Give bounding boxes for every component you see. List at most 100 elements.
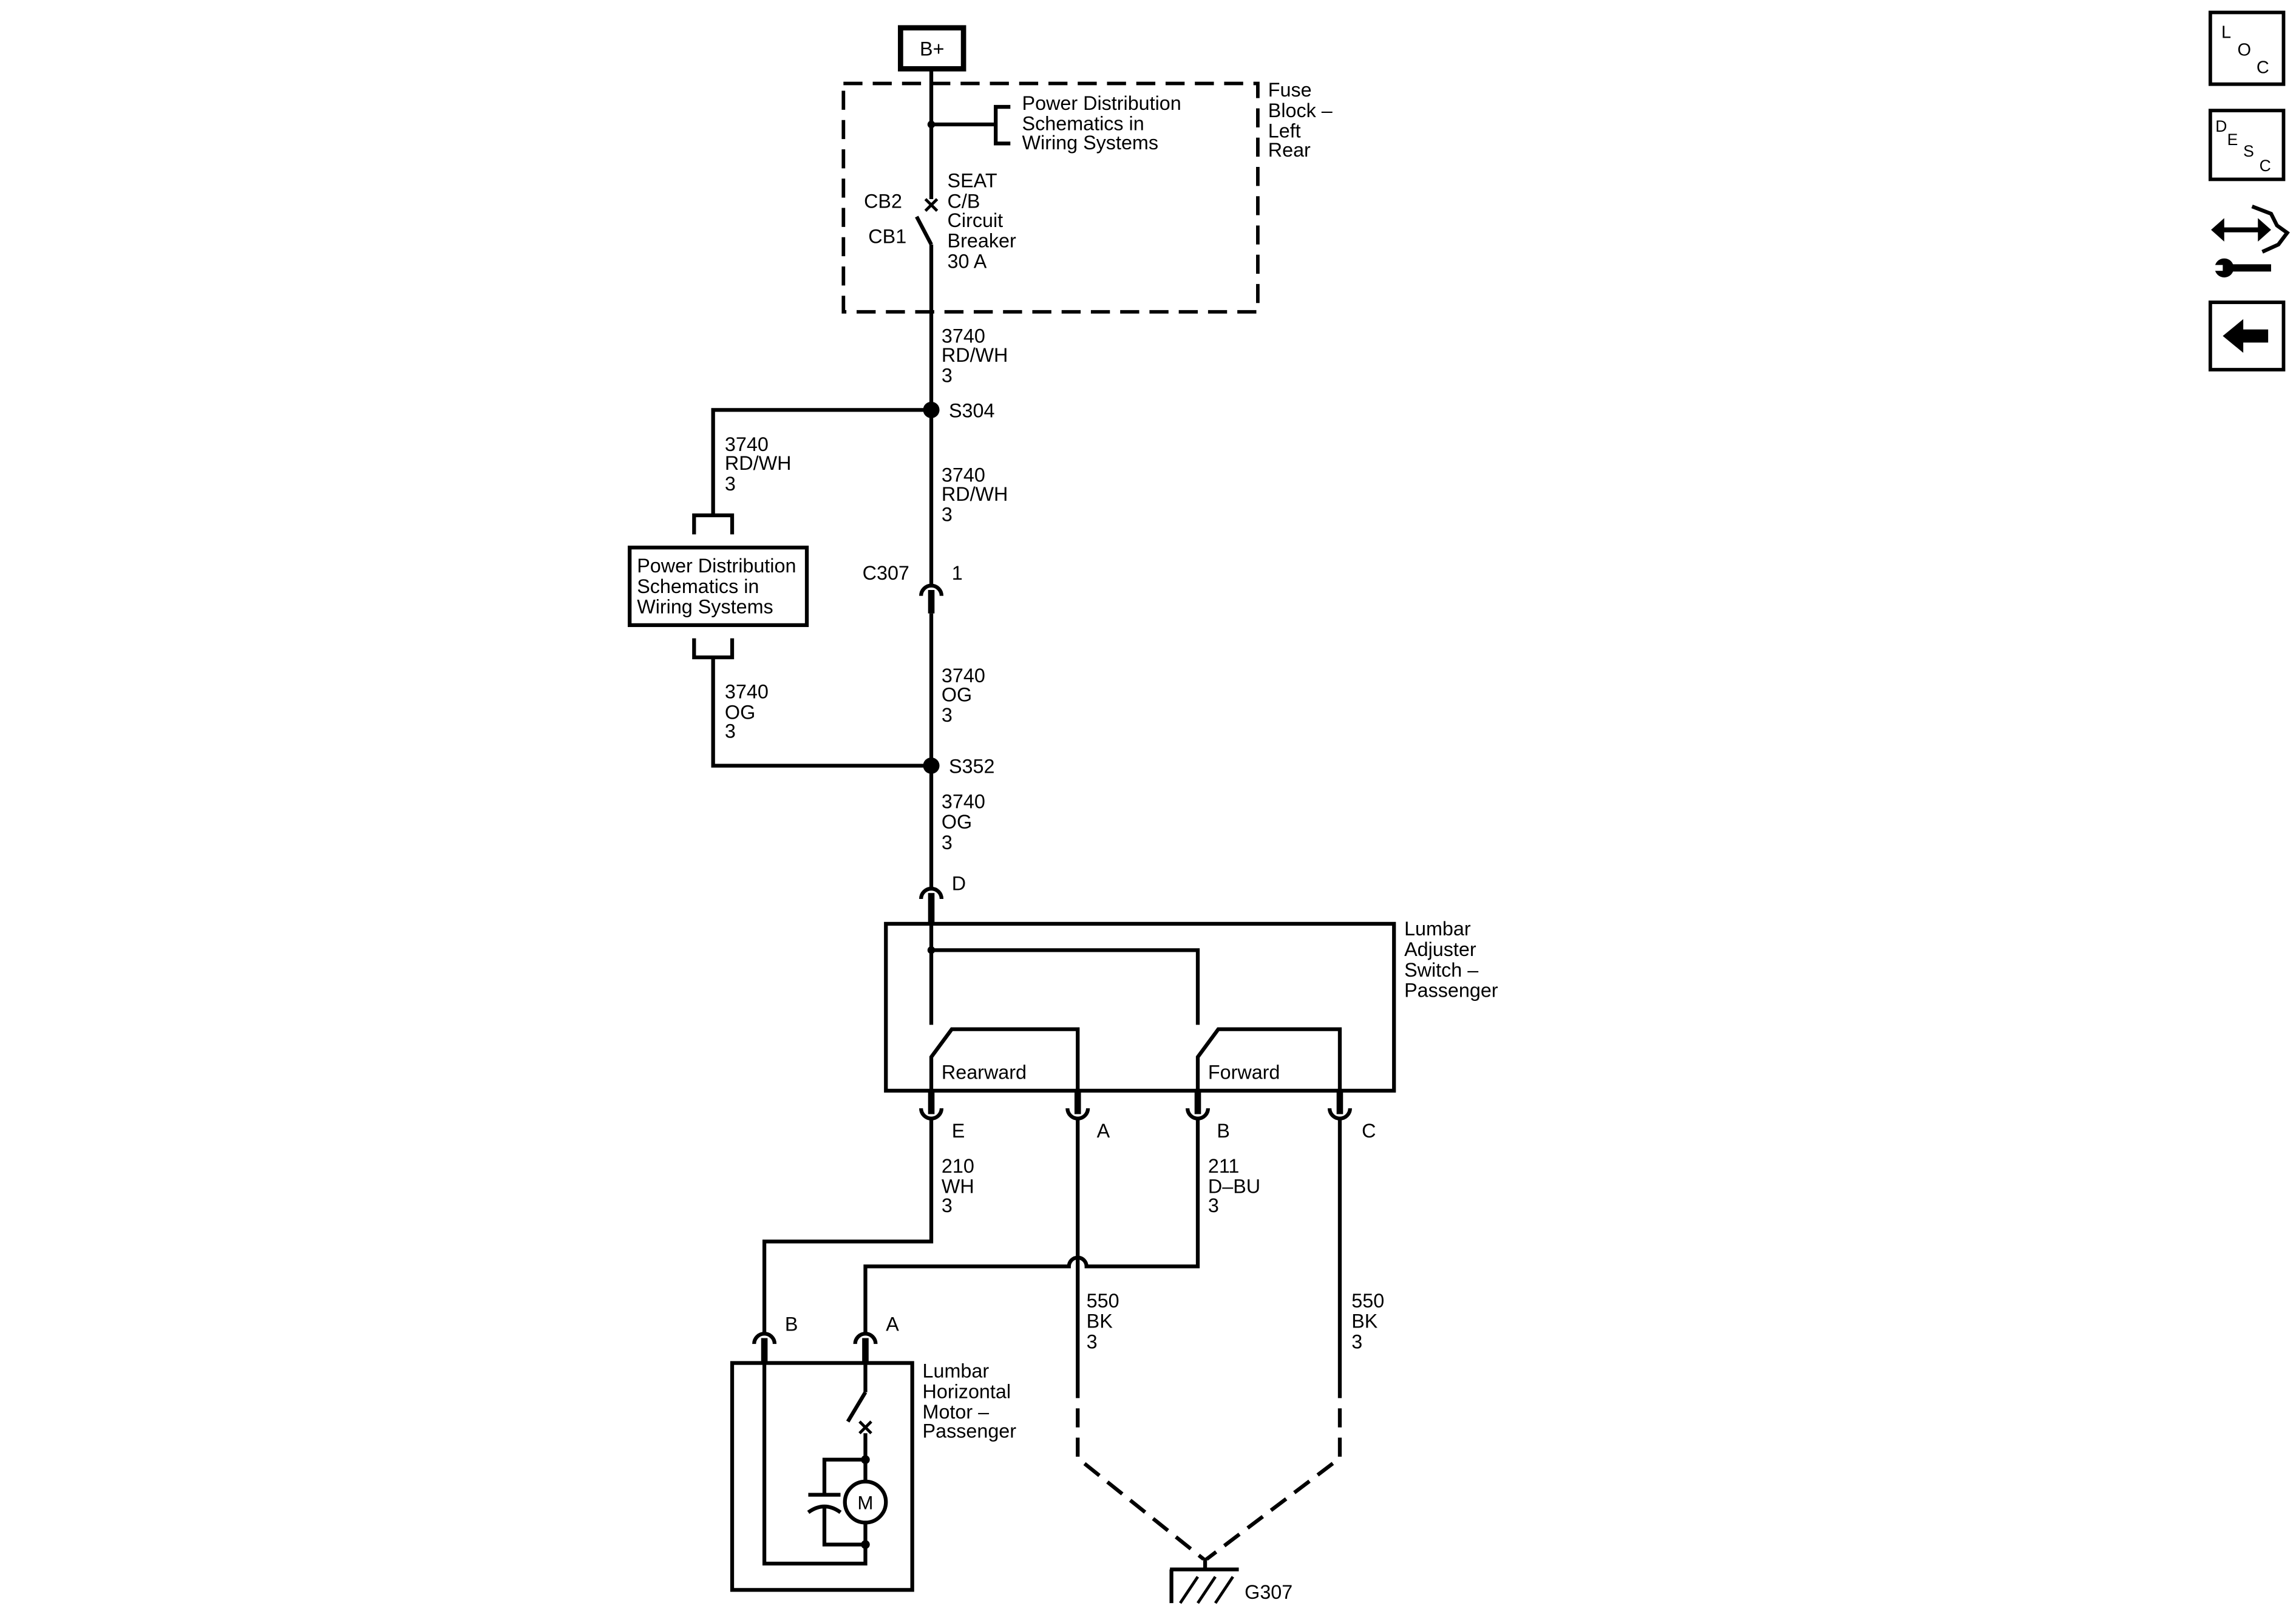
splice-s304-label: S304: [949, 399, 994, 421]
wire-color: RD/WH: [942, 483, 1008, 505]
fuse-block-name-line-2: Block –: [1268, 100, 1333, 121]
connector-socket: [919, 583, 944, 596]
wire-circuit-number: 3740: [725, 433, 769, 455]
ground-hatch: [1179, 1576, 1234, 1604]
wire-ref-box-to-s352: [711, 657, 932, 768]
wire-color: BK: [1351, 1310, 1378, 1332]
ref-box-line-3: Wiring Systems: [637, 596, 773, 618]
desc-button[interactable]: D E S C: [2208, 109, 2286, 181]
wrench-jaw-notch: [2212, 265, 2223, 271]
wire-s304-to-ref-box: [711, 408, 932, 516]
battery-label: B+: [920, 38, 944, 60]
breaker-name-line-4: Breaker: [948, 230, 1016, 252]
wire-color: WH: [942, 1176, 974, 1198]
description-view-icon: D E S C: [2215, 117, 2271, 175]
switch-connector-d: [919, 886, 944, 924]
wire-circuit-number: 3740: [725, 681, 769, 703]
connector-c307-pin: 1: [952, 562, 963, 584]
wire-color: D–BU: [1208, 1176, 1260, 1198]
back-arrow-icon: [2223, 319, 2269, 353]
lumbar-adjuster-switch: Rearward Forward: [884, 921, 1396, 1093]
loc-letter-3: C: [2257, 58, 2269, 78]
ref-box-line-2: Schematics in: [637, 575, 759, 597]
thermal-switch-contact-mark: [858, 1420, 872, 1435]
switch-name-line-2: Adjuster: [1404, 938, 1476, 960]
connector-pins: [928, 1090, 1343, 1114]
switch-name-line-3: Switch –: [1404, 959, 1478, 981]
motor-outline: [730, 1361, 914, 1592]
wire-color: RD/WH: [725, 452, 791, 474]
wire-circuit-number: 3740: [942, 464, 985, 486]
reference-bracket: [994, 104, 1011, 146]
location-view-icon: L O C: [2221, 23, 2269, 78]
wire-color: OG: [725, 701, 755, 723]
breaker-terminal-cb1: CB1: [868, 225, 906, 247]
loc-letter-1: L: [2221, 23, 2231, 42]
reference-bracket-top: [692, 513, 735, 535]
breaker-terminal-cb2: CB2: [864, 190, 902, 212]
ground-label: G307: [1245, 1581, 1292, 1603]
motor-internal-wire-b: [762, 1363, 868, 1566]
breaker-contact-mark: [924, 198, 939, 212]
wire-circuit-number: 3740: [942, 325, 985, 347]
connector-outline: [2251, 205, 2290, 254]
inline-connector-c307: [919, 583, 944, 614]
fuse-ref-line-2: Schematics in: [1022, 113, 1144, 135]
forward-label: Forward: [1208, 1062, 1280, 1083]
breaker-rating: 30 A: [948, 250, 987, 272]
connector-c307-label: C307: [863, 562, 909, 584]
loc-button[interactable]: L O C: [2208, 10, 2286, 86]
ground-bar: [1169, 1558, 1239, 1604]
motor-symbol-label: M: [857, 1493, 873, 1514]
wire-size: 3: [1087, 1331, 1098, 1352]
wire-size: 3: [725, 720, 736, 742]
wire-circuit-number: 3740: [942, 790, 985, 812]
capacitor-lead-bottom: [822, 1506, 866, 1547]
breaker-name-line-2: C/B: [948, 190, 980, 212]
wire-switch-c-ground-dashed: [1205, 1379, 1342, 1561]
wire-switch-e-to-motor-b: [762, 1118, 934, 1334]
switch-pin-d-label: D: [952, 872, 966, 894]
wire-size: 3: [1208, 1195, 1219, 1216]
connector-repair-button[interactable]: [2207, 199, 2292, 284]
wire-color: OG: [942, 811, 972, 833]
wire-size: 3: [942, 504, 953, 526]
switch-name-line-1: Lumbar: [1404, 918, 1471, 940]
wire-size: 3: [1351, 1331, 1362, 1352]
switch-name-line-4: Passenger: [1404, 980, 1498, 1002]
thermal-switch-blade: [846, 1391, 868, 1423]
circuit-breaker-symbol: [915, 198, 939, 246]
arrow-head-right: [2258, 218, 2271, 242]
breaker-blade: [915, 215, 933, 246]
desc-letter-4: C: [2260, 157, 2271, 175]
motor-connectors: [752, 1332, 878, 1363]
wire-size: 3: [942, 832, 953, 853]
switch-supply-bus-forward: [931, 948, 1200, 1025]
motor-name-line-4: Passenger: [923, 1420, 1017, 1442]
wire-size: 3: [725, 473, 736, 495]
motor-icon: [843, 1479, 888, 1525]
splice-s352-label: S352: [949, 756, 994, 778]
connector-sockets: [752, 1332, 878, 1344]
breaker-name-line-3: Circuit: [948, 209, 1004, 231]
switch-pin-a-label: A: [1097, 1120, 1110, 1142]
motor-name-line-3: Motor –: [923, 1401, 990, 1423]
motor-pin-b-label: B: [785, 1313, 798, 1335]
ref-box-line-1: Power Distribution: [637, 555, 796, 577]
back-button[interactable]: [2208, 300, 2286, 371]
loc-button-frame: [2208, 10, 2286, 86]
wire-size: 3: [942, 704, 953, 726]
forward-switch-blade: [1195, 1027, 1342, 1091]
wire-switch-a-ground-dashed: [1076, 1379, 1205, 1561]
breaker-name-line-1: SEAT: [948, 170, 997, 192]
wire-circuit-number: 211: [1208, 1155, 1240, 1177]
motor-name-line-2: Horizontal: [923, 1380, 1011, 1402]
rearward-switch-blade: [929, 1027, 1080, 1091]
switch-outline: [884, 921, 1396, 1093]
switch-pin-c-label: C: [1362, 1120, 1376, 1142]
wire-size: 3: [942, 365, 953, 387]
desc-button-frame: [2208, 109, 2286, 181]
lumbar-horizontal-motor: M: [730, 1361, 914, 1592]
